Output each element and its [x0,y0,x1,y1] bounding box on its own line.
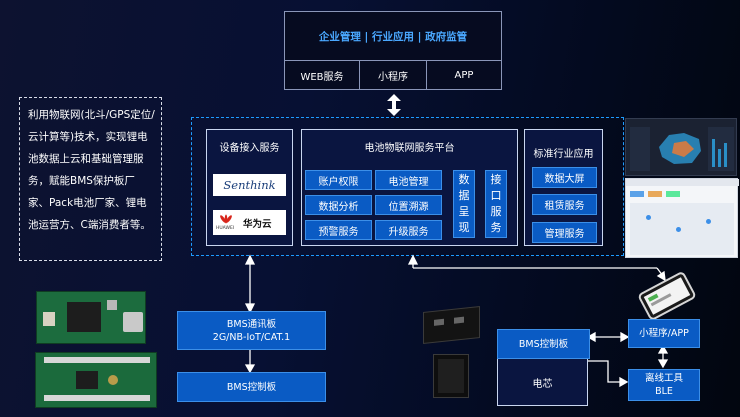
service-location-trace: 位置溯源 [375,195,442,215]
offline-tool-ble: BLE [655,386,673,397]
device-access-panel: 设备接入服务 Senthink HUAWEI 华为云 [206,129,293,246]
industry-apps-panel: 标准行业应用 数据大屏 租赁服务 管理服务 [524,129,603,246]
service-battery-management: 电池管理 [375,170,442,190]
platform-container [191,117,624,256]
bms-comm-board-title: BMS通讯板 [226,318,277,330]
top-header: 企业管理 | 行业应用 | 政府监管 [318,30,468,43]
offline-tool-box: 离线工具 BLE [628,369,700,401]
iot-platform-panel: 电池物联网服务平台 账户权限 电池管理 数据分析 位置溯源 预警服务 升级服务 … [301,129,518,246]
top-service-row: WEB服务 小程序 APP [285,60,501,90]
app-management-service: 管理服务 [532,222,597,243]
bms-comm-board: BMS通讯板 2G/NB-IoT/CAT.1 [177,311,326,350]
service-upgrade: 升级服务 [375,220,442,240]
pcb-board-image-2 [35,352,157,408]
pcb-board-image [36,291,146,344]
platform-title: 电池物联网服务平台 [364,142,455,154]
huawei-cloud-logo: HUAWEI 华为云 [213,210,286,235]
app-leasing-service: 租赁服务 [532,194,597,215]
bms-control-board-left: BMS控制板 [177,372,326,402]
battery-pack-image [423,306,480,344]
service-warning: 预警服务 [305,220,372,240]
service-account-permission: 账户权限 [305,170,372,190]
china-map-icon [659,133,701,164]
battery-cell-label: 电芯 [532,378,553,390]
battery-box-image [433,354,469,398]
bms-control-board-right: BMS控制板 [497,329,590,359]
admin-map-screenshot [625,178,739,258]
service-data-analysis: 数据分析 [305,195,372,215]
industry-apps-title: 标准行业应用 [533,148,594,160]
app-label: APP [454,70,474,81]
data-presentation-box: 数据呈现 [453,170,475,238]
mini-program-label: 小程序 [378,72,408,83]
interface-service-box: 接口服务 [485,170,507,238]
top-service-block: 企业管理 | 行业应用 | 政府监管 WEB服务 小程序 APP [284,11,502,90]
battery-group-box: BMS控制板 电芯 [497,329,590,406]
device-access-title: 设备接入服务 [219,142,280,154]
huawei-flower-icon [220,214,232,224]
offline-tool-title: 离线工具 [644,373,683,384]
dashboard-screenshot [625,118,737,176]
web-service-label: WEB服务 [300,72,344,83]
intro-text-box: 利用物联网(北斗/GPS定位/云计算等)技术，实现锂电池数据上云和基础管理服务，… [19,97,162,261]
app-data-screen: 数据大屏 [532,167,597,188]
senthink-logo: Senthink [213,174,286,196]
double-arrow-icon [387,94,401,116]
mini-program-app-box: 小程序/APP [628,319,700,348]
bms-comm-board-network: 2G/NB-IoT/CAT.1 [212,331,291,343]
